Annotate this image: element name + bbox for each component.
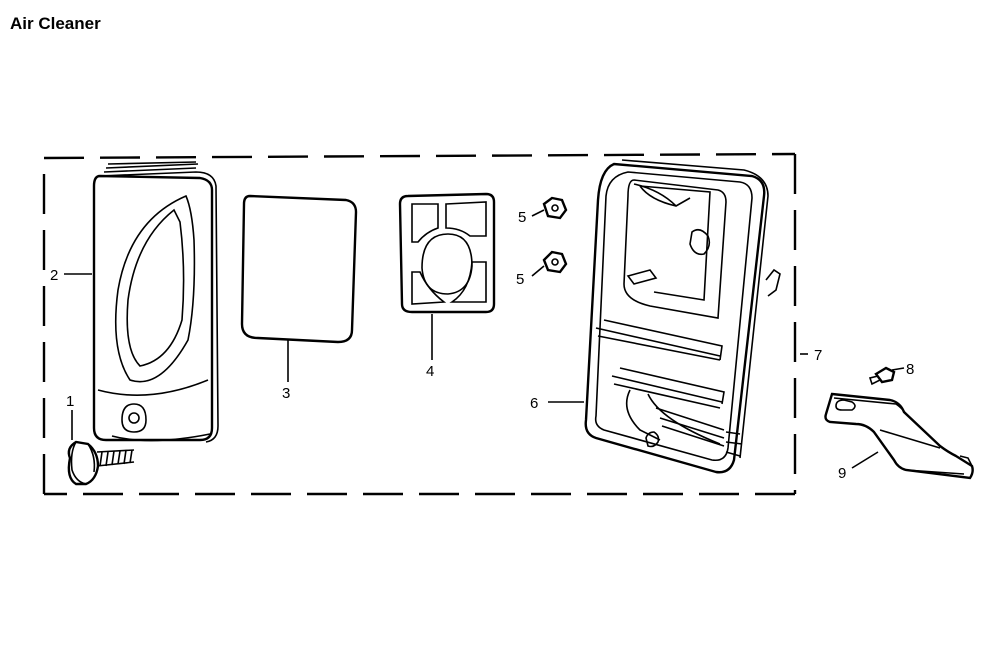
- bracket[interactable]: [824, 392, 974, 480]
- callout-7: 7: [814, 347, 822, 364]
- gasket[interactable]: [398, 192, 496, 314]
- air-cleaner-base[interactable]: [584, 159, 781, 474]
- callout-8: 8: [906, 361, 914, 378]
- callout-6: 6: [530, 395, 538, 412]
- callout-2: 2: [50, 267, 58, 284]
- filter-element[interactable]: [240, 194, 358, 344]
- knob-screw[interactable]: [67, 440, 135, 486]
- leader-lines: [64, 209, 905, 469]
- page-title: Air Cleaner: [10, 14, 101, 33]
- callout-5-upper: 5: [518, 209, 526, 226]
- screw[interactable]: [868, 366, 896, 386]
- nut-lower[interactable]: [542, 250, 568, 274]
- callout-3: 3: [282, 385, 290, 402]
- callout-9: 9: [838, 465, 846, 482]
- callout-5-lower: 5: [516, 271, 524, 288]
- callout-1: 1: [66, 393, 74, 410]
- air-cleaner-cover[interactable]: [92, 161, 219, 443]
- nut-upper[interactable]: [542, 196, 568, 220]
- callout-4: 4: [426, 363, 434, 380]
- assembly-boundary: [42, 152, 797, 496]
